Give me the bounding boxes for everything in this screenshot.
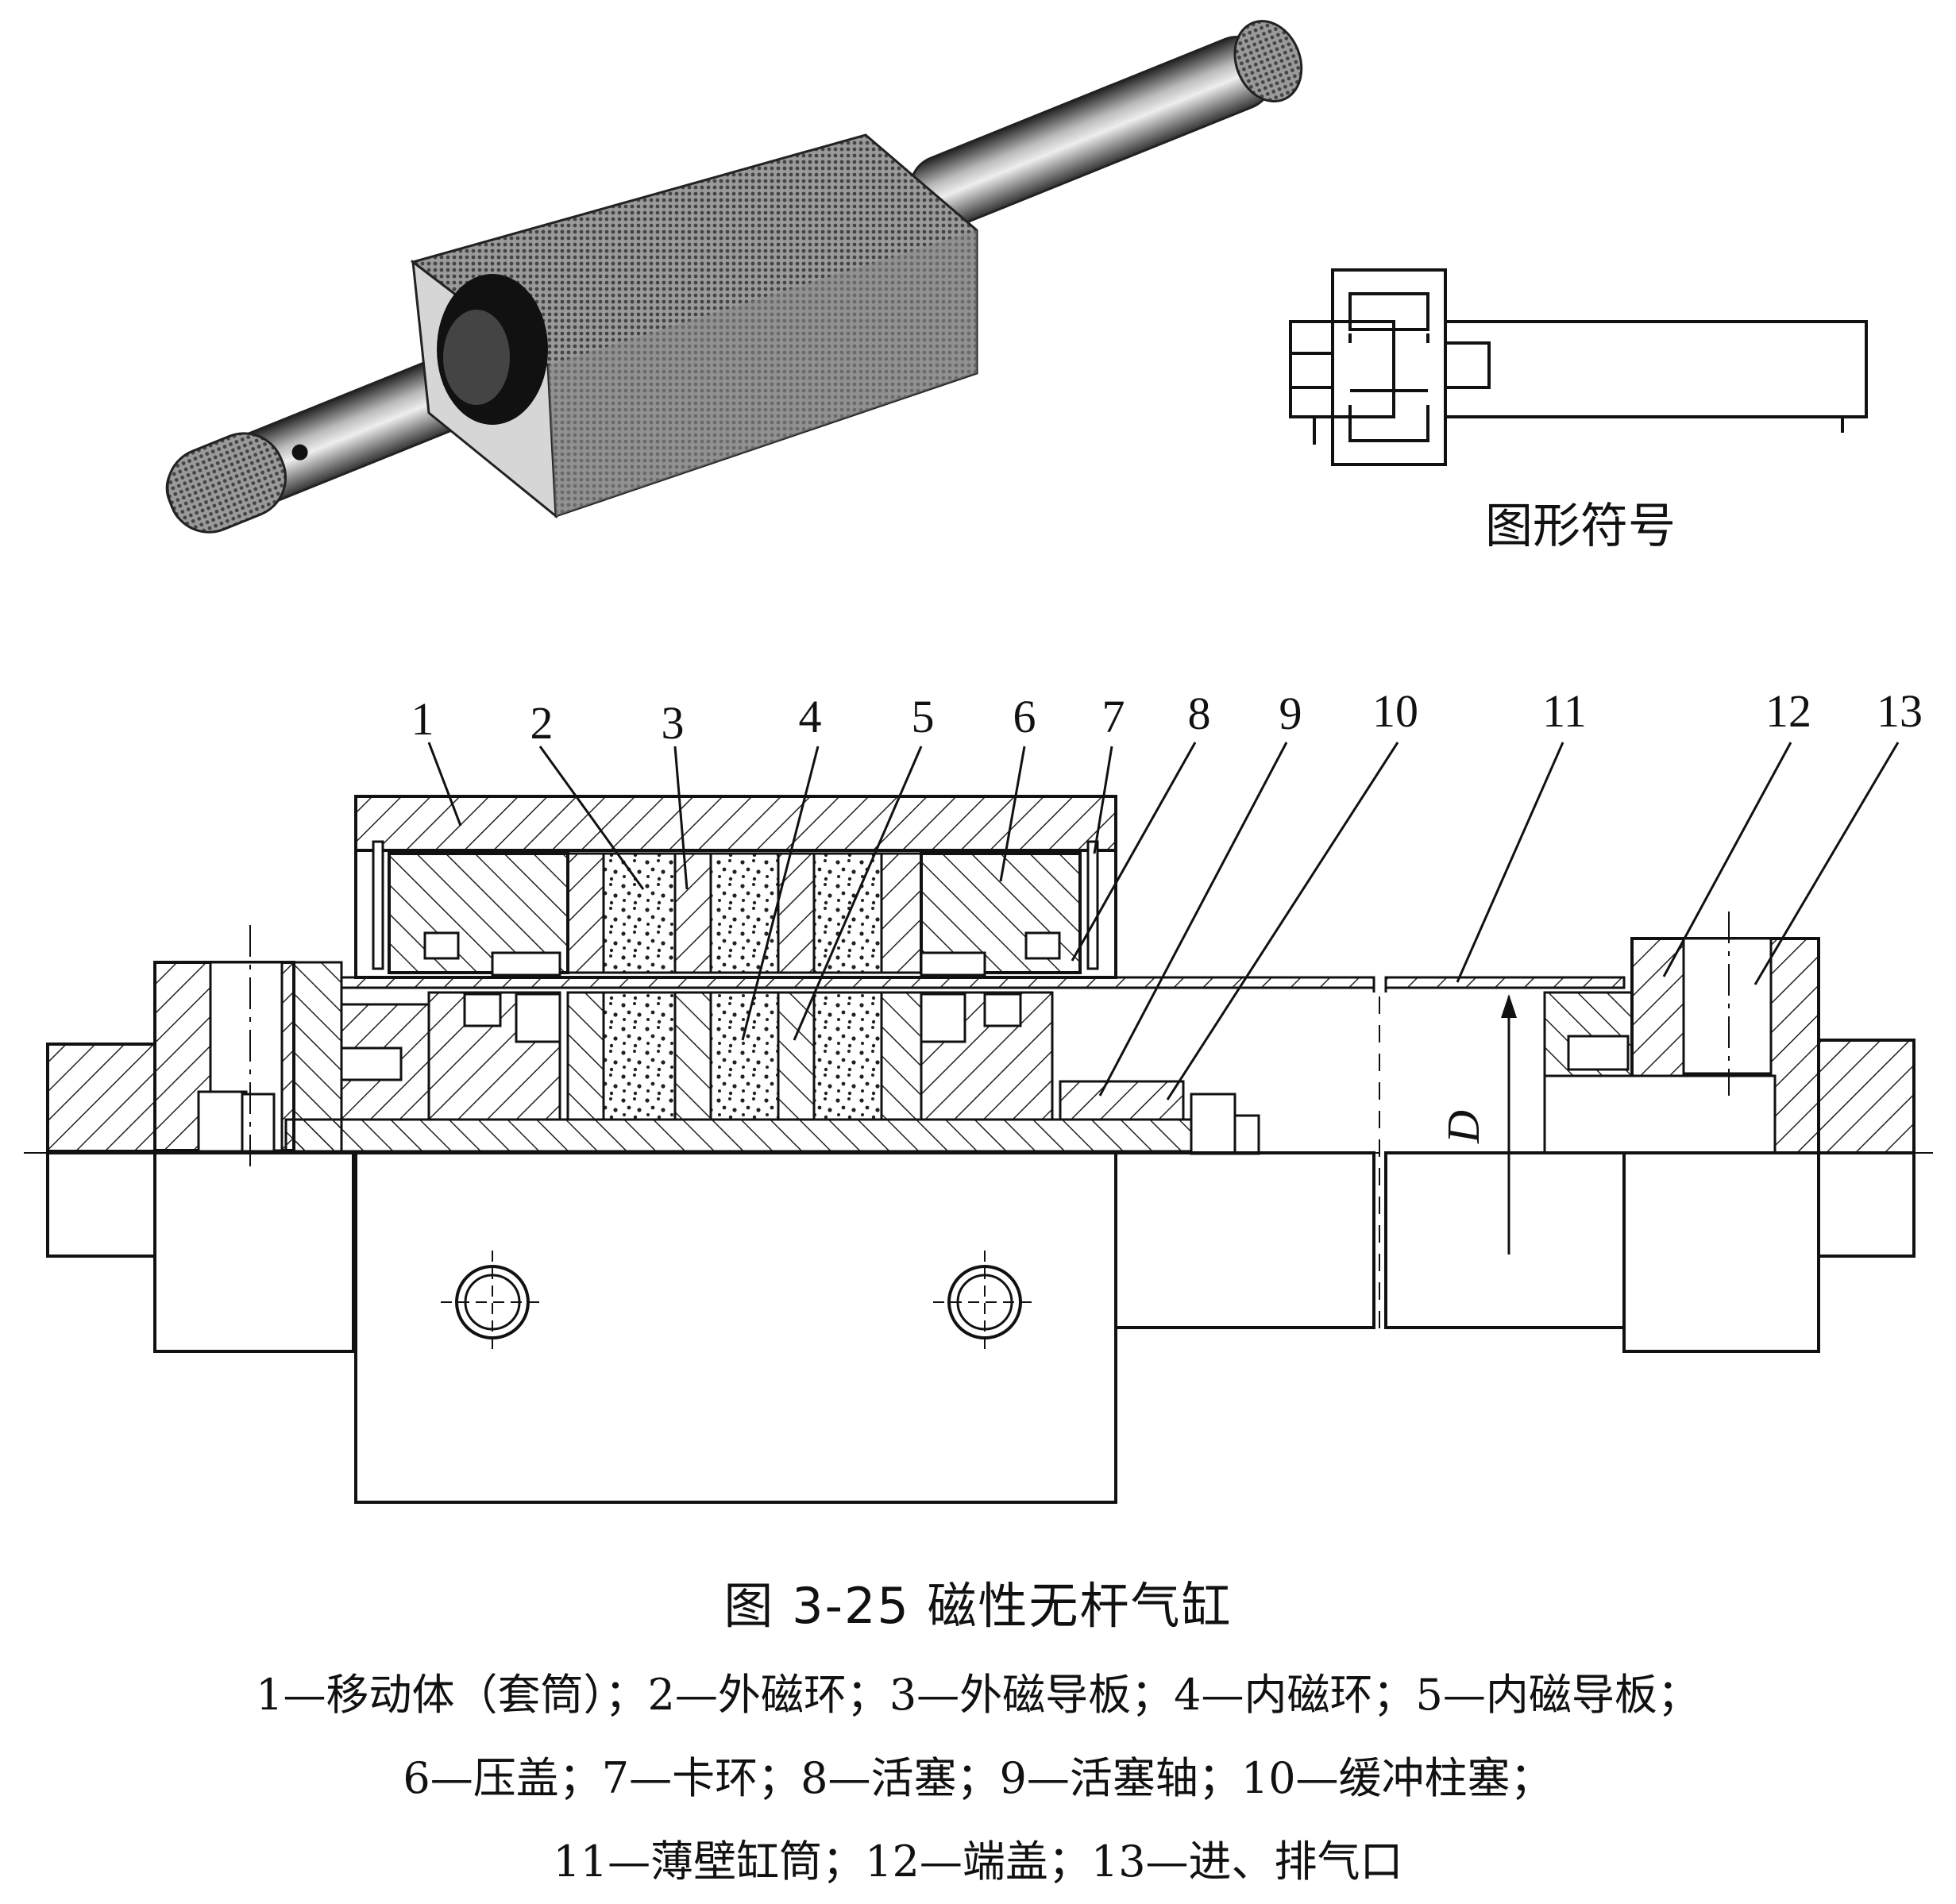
callout-labels: 1 2 3 4 5 6 7 8 9 10 11 12 13 — [411, 685, 1923, 749]
callout-5: 5 — [912, 691, 935, 742]
callout-10: 10 — [1372, 685, 1418, 737]
legend-line-3: 11—薄壁缸筒；12—端盖；13—进、排气口 — [553, 1837, 1403, 1887]
dimension-label: D — [1437, 1110, 1489, 1144]
callout-1: 1 — [411, 693, 434, 745]
figure-caption-title: 图 3-25 磁性无杆气缸 — [723, 1577, 1233, 1635]
symbol-label: 图形符号 — [1485, 499, 1676, 554]
callout-4: 4 — [799, 691, 822, 742]
callout-8: 8 — [1188, 688, 1211, 739]
product-photo — [165, 20, 1303, 534]
callout-11: 11 — [1542, 685, 1587, 737]
legend-line-1: 1—移动体（套筒）；2—外磁环；3—外磁导板；4—内磁环；5—内磁导板； — [256, 1670, 1700, 1720]
callout-7: 7 — [1102, 691, 1125, 742]
callout-12: 12 — [1765, 685, 1811, 737]
callout-13: 13 — [1877, 685, 1923, 737]
callout-leaders — [427, 742, 1900, 1100]
cylinder-cross-section — [24, 795, 1938, 1504]
callout-2: 2 — [530, 697, 554, 749]
graphic-symbol — [1289, 268, 1868, 466]
callout-9: 9 — [1279, 688, 1302, 739]
legend-line-2: 6—压盖；7—卡环；8—活塞；9—活塞轴；10—缓冲柱塞； — [403, 1753, 1553, 1803]
callout-3: 3 — [662, 697, 685, 749]
callout-6: 6 — [1013, 691, 1036, 742]
